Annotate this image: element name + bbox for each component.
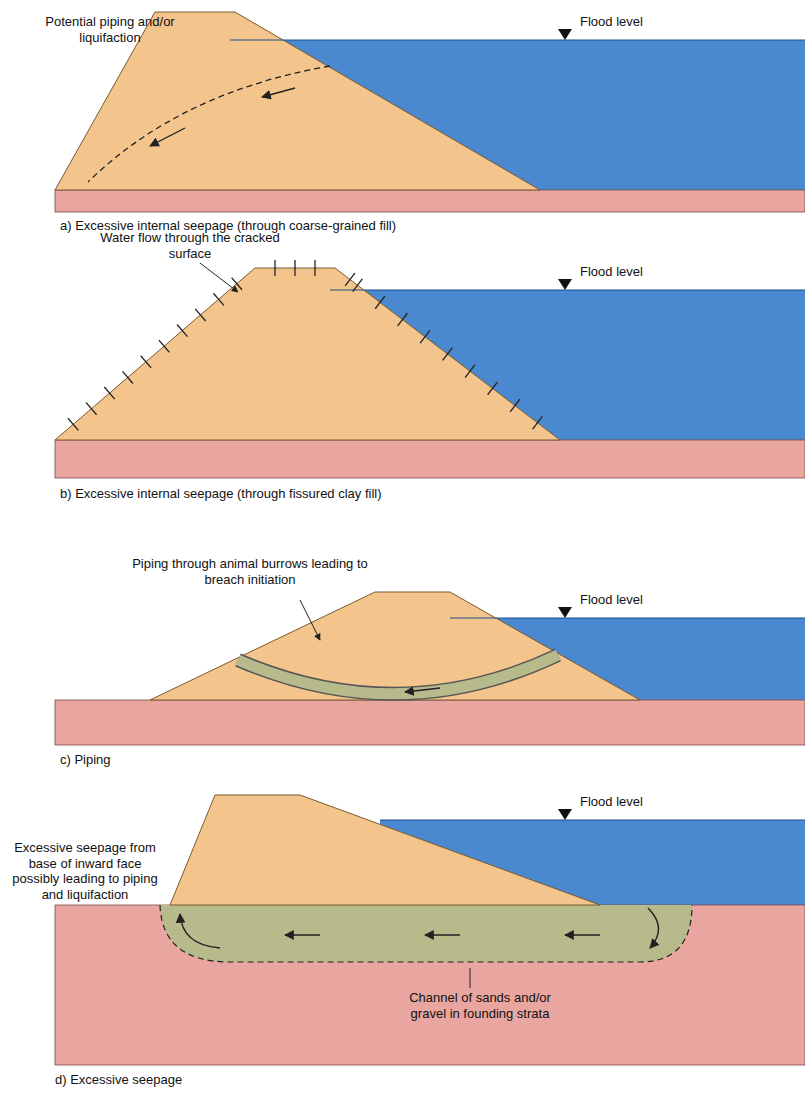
panel-a [55,12,805,212]
flow-arrow [285,934,320,935]
flood-level-label: Flood level [580,592,690,608]
failure-note: Channel of sands and/or gravel in foundi… [395,990,565,1021]
flow-arrow [425,934,460,935]
sand-gravel-channel [160,905,692,962]
fissure [274,260,275,276]
flood-line [330,290,805,291]
flood-level-label: Flood level [580,264,690,280]
failure-note: Piping through animal burrows leading to… [120,556,380,587]
failure-note: Potential piping and/or liquifaction [40,14,180,45]
fissure [488,382,498,395]
flow-arrow [180,914,220,948]
flood-line [380,820,805,821]
fissure [177,324,187,336]
fissure [375,296,385,309]
fissure [104,387,114,399]
flow-arrow [405,688,440,692]
fissure [533,416,543,429]
ground [55,700,805,745]
fissure [398,313,408,326]
failure-note: Excessive seepage from base of inward fa… [5,840,165,902]
fissure [420,330,430,343]
leader-line [200,263,238,292]
panel-b [55,260,805,478]
fissure [123,371,133,383]
flow-arrow [565,934,600,935]
ground [55,440,805,478]
leader-line [300,600,320,640]
fissure [213,293,223,305]
fissure [68,418,78,430]
fissure [443,348,453,361]
flow-arrow [262,88,295,97]
fissure [195,309,205,321]
seepage-line [88,66,330,182]
panel-caption: c) Piping [60,752,360,768]
channel-boundary [160,905,692,962]
flow-arrow [648,908,659,948]
flood-marker [558,809,572,820]
embankment [55,268,560,440]
flow-arrow [150,128,185,146]
leader-line [470,968,471,988]
fissure [294,260,295,276]
panel-c [55,592,805,745]
panel-caption: d) Excessive seepage [55,1072,355,1088]
fissure [345,273,355,286]
embankment [170,795,600,905]
flood-marker [558,607,572,618]
failure-note: Water flow through the cracked surface [90,230,290,261]
panel-d [55,795,805,1065]
embankment [150,592,640,700]
ground [55,190,805,212]
fissure [314,260,315,276]
flood-level-label: Flood level [580,14,690,30]
flood-line [230,40,805,41]
fissure [86,403,96,415]
fissure [465,365,475,378]
animal-burrow [238,655,558,694]
panel-caption: b) Excessive internal seepage (through f… [60,486,560,502]
fissure [510,399,520,412]
burrow-outline [238,655,558,694]
flood-level-label: Flood level [580,794,690,810]
flood-line [450,618,805,619]
ground [55,905,805,1065]
fissure [141,356,151,368]
fissure [353,279,363,292]
fissures [68,260,542,430]
flood-marker [558,279,572,290]
flood-marker [558,29,572,40]
fissure [159,340,169,352]
